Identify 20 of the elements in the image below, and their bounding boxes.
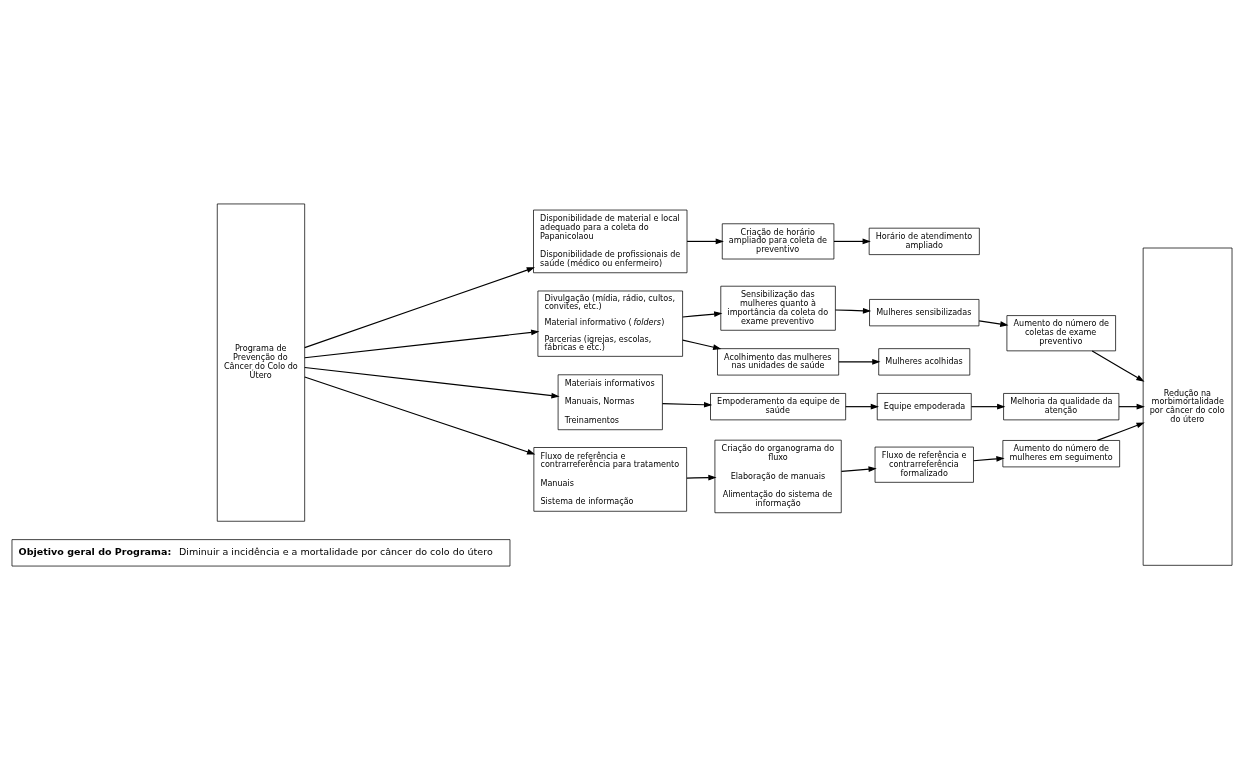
arrow [304, 329, 540, 358]
arrow [970, 403, 1006, 410]
arrow [845, 403, 879, 410]
arrow [686, 474, 717, 481]
arrow [304, 366, 560, 398]
arrow [661, 401, 713, 408]
arrow [1091, 349, 1145, 382]
arrow [682, 339, 722, 350]
arrow [834, 307, 872, 314]
arrow [972, 455, 1005, 462]
arrow [840, 465, 877, 472]
arrow [682, 310, 723, 318]
arrow [978, 319, 1009, 327]
arrow [1118, 403, 1145, 410]
arrow [304, 375, 536, 455]
arrow [838, 358, 881, 365]
node-box: Objetivo geral do Programa: Diminuir a incidência e a mortalidade por câncer do colo do útero [11, 538, 511, 566]
arrow [833, 238, 871, 244]
arrow [304, 266, 535, 348]
arrow [686, 238, 724, 244]
